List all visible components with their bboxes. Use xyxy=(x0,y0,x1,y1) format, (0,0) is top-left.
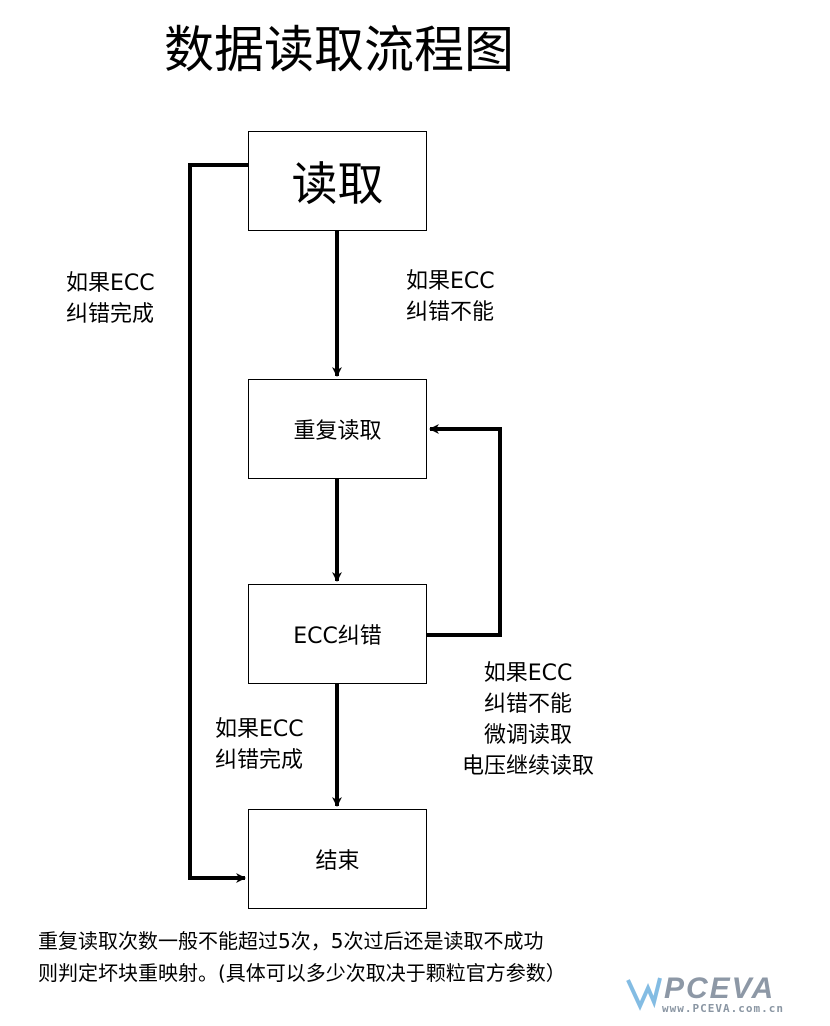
edge-label-right: 如果ECC 纠错不能 微调读取 电压继续读取 xyxy=(448,658,608,782)
edge-label-top-line2: 纠错不能 xyxy=(406,300,495,325)
watermark-logo: PCEVA xyxy=(626,972,775,1011)
node-ecc: ECC纠错 xyxy=(248,584,427,684)
edge-label-mid: 如果ECC 纠错完成 xyxy=(215,714,304,776)
node-reread: 重复读取 xyxy=(248,379,427,479)
edge-label-left-line1: 如果ECC xyxy=(66,271,155,296)
page-title: 数据读取流程图 xyxy=(164,21,514,79)
watermark-url: www.PCEVA.com.cn xyxy=(662,1002,784,1015)
edge-label-right-line4: 电压继续读取 xyxy=(461,754,594,779)
node-read: 读取 xyxy=(248,131,427,231)
footnote-line2: 则判定坏块重映射。(具体可以多少次取决于颗粒官方参数） xyxy=(38,961,566,985)
arrow-ecc-loop-to-reread xyxy=(427,424,502,637)
edge-label-left-line2: 纠错完成 xyxy=(66,302,155,327)
edge-label-mid-line1: 如果ECC xyxy=(215,717,304,742)
watermark-swoosh-icon xyxy=(626,977,662,1011)
edge-label-top-line1: 如果ECC xyxy=(406,269,495,294)
node-end-label: 结束 xyxy=(315,849,360,874)
edge-label-right-line3: 微调读取 xyxy=(483,723,572,748)
edge-label-right-line2: 纠错不能 xyxy=(483,692,572,717)
node-ecc-label: ECC纠错 xyxy=(293,624,382,649)
edge-label-mid-line2: 纠错完成 xyxy=(215,748,304,773)
node-reread-label: 重复读取 xyxy=(293,419,382,444)
edge-label-top: 如果ECC 纠错不能 xyxy=(406,266,495,328)
footnote: 重复读取次数一般不能超过5次，5次过后还是读取不成功 则判定坏块重映射。(具体可… xyxy=(38,925,758,989)
edge-label-left: 如果ECC 纠错完成 xyxy=(66,268,155,330)
arrow-read-to-end xyxy=(188,163,248,883)
node-read-label: 读取 xyxy=(291,157,384,211)
edge-label-right-line1: 如果ECC xyxy=(483,661,573,686)
node-end: 结束 xyxy=(248,809,427,909)
watermark-logo-text: PCEVA xyxy=(664,972,775,1005)
footnote-line1: 重复读取次数一般不能超过5次，5次过后还是读取不成功 xyxy=(38,929,544,953)
